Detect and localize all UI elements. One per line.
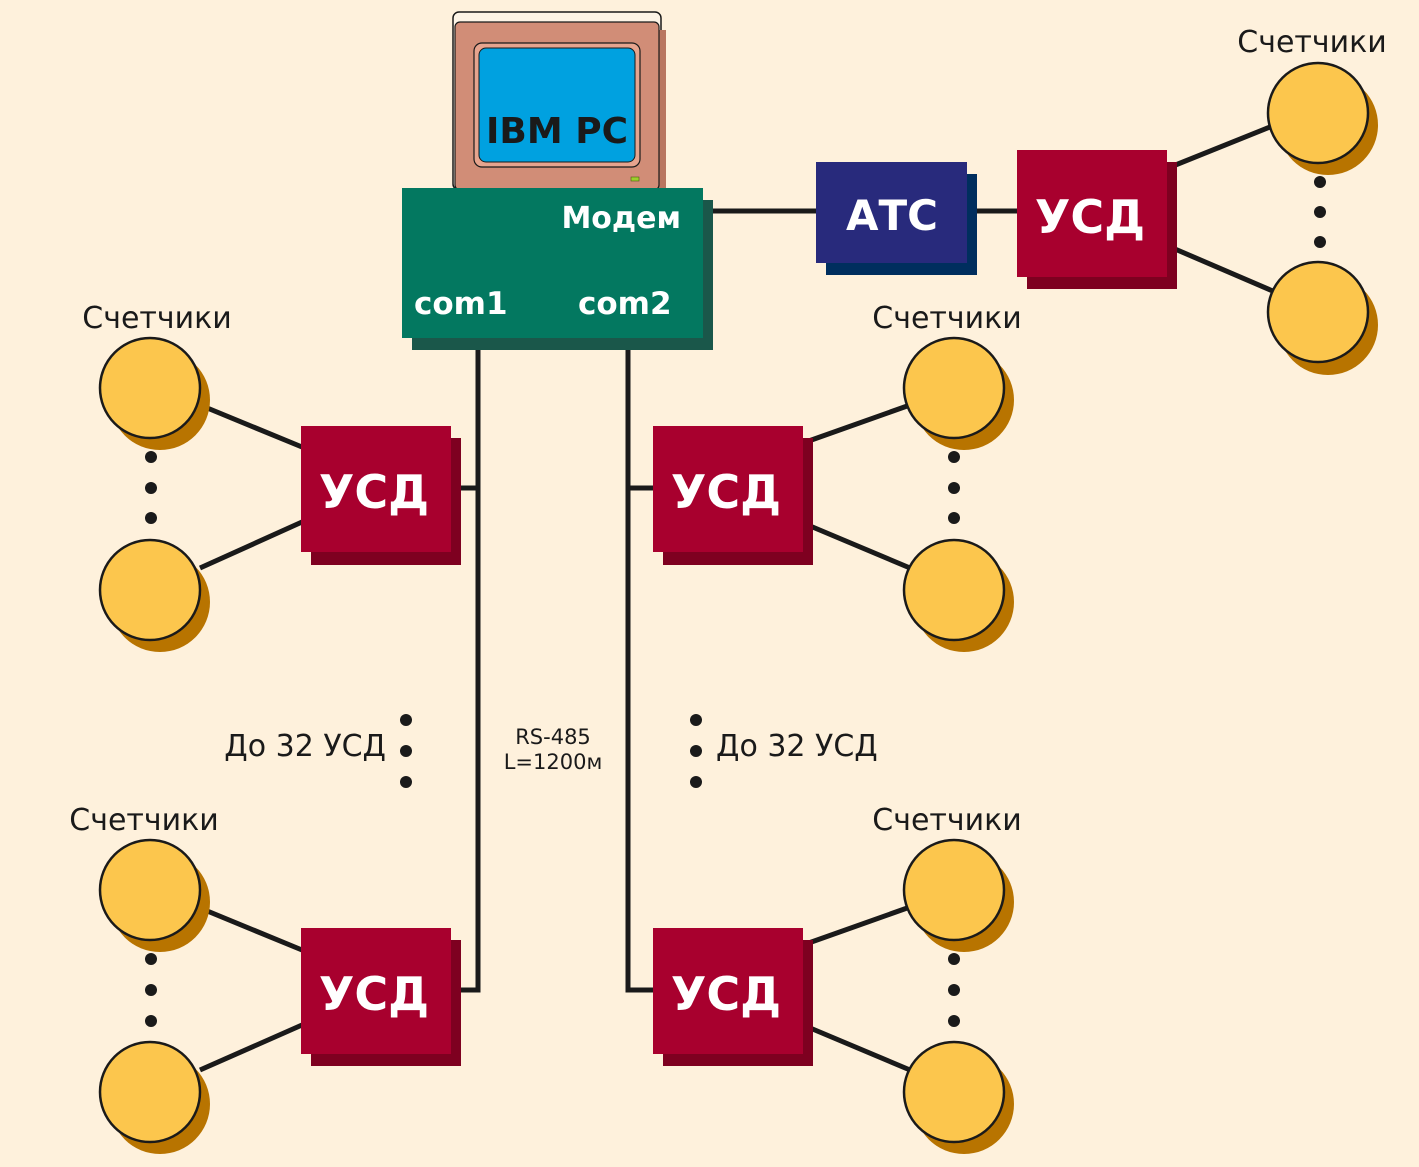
usd-right-bottom-label: УСД [671, 967, 781, 1021]
com1-port-label: com1 [414, 286, 508, 322]
left-ellipsis-dots-icon [400, 714, 412, 788]
remote-usd-to-meter-bottom-line [1167, 243, 1276, 295]
com2-bus-line [625, 340, 655, 993]
meters-left-top-title: Счетчики [82, 301, 231, 336]
meter-icon [902, 1040, 1014, 1154]
meter-icon [98, 838, 210, 952]
ellipsis-dots-icon [948, 451, 960, 524]
com2-port-label: com2 [578, 286, 672, 322]
modem-block: Модем com1 com2 [402, 188, 713, 350]
modem-label: Модем [561, 201, 681, 236]
usd-left-bottom-to-meter-b-line [198, 1022, 304, 1073]
usd-left-bottom: УСД [301, 928, 461, 1066]
meters-left-bottom-title: Счетчики [69, 803, 218, 838]
meter-icon [902, 336, 1014, 450]
ellipsis-dots-icon [1314, 176, 1326, 248]
usd-left-top: УСД [301, 426, 461, 565]
meter-icon [98, 336, 210, 450]
usd-right-bottom: УСД [653, 928, 813, 1066]
usd-remote-label: УСД [1035, 190, 1145, 244]
usd-left-bottom-to-meter-a-line [199, 905, 303, 953]
pc-label: IBM PC [486, 111, 628, 152]
usd-remote: УСД [1017, 150, 1177, 289]
left-capacity-label: До 32 УСД [224, 729, 386, 764]
remote-usd-to-meter-top-line [1167, 122, 1276, 171]
usd-left-top-to-meter-b-line [198, 519, 304, 571]
ellipsis-dots-icon [145, 451, 157, 524]
right-ellipsis-dots-icon [690, 714, 702, 788]
usd-right-top-to-meter-a-line [802, 402, 911, 446]
ibm-pc-monitor: IBM PC [452, 11, 666, 191]
meter-icon [902, 538, 1014, 652]
usd-left-bottom-label: УСД [319, 967, 429, 1021]
ats-label: АТС [846, 191, 938, 240]
bus-length-label: L=1200м [504, 750, 603, 774]
usd-right-top-to-meter-b-line [802, 520, 911, 571]
connection-lines [198, 122, 1276, 1073]
bus-standard-label: RS-485 [515, 725, 591, 749]
usd-right-top-label: УСД [671, 465, 781, 519]
meter-icon [1266, 61, 1378, 175]
meter-icon [98, 1040, 210, 1154]
usd-left-top-label: УСД [319, 465, 429, 519]
meter-icon [1266, 260, 1378, 375]
usd-right-bottom-to-meter-a-line [802, 904, 911, 948]
meters-right-bottom-title: Счетчики [872, 803, 1021, 838]
com1-bus-line [458, 340, 481, 993]
ellipsis-dots-icon [948, 953, 960, 1027]
power-led-icon [630, 176, 640, 182]
usd-right-top: УСД [653, 426, 813, 565]
usd-right-bottom-to-meter-b-line [802, 1022, 911, 1073]
meter-icon [902, 838, 1014, 952]
meter-icon [98, 538, 210, 652]
meters-remote-title: Счетчики [1237, 25, 1386, 60]
usd-left-top-to-meter-a-line [199, 402, 303, 450]
ellipsis-dots-icon [145, 953, 157, 1027]
right-capacity-label: До 32 УСД [716, 729, 878, 764]
ats-block: АТС [816, 162, 977, 275]
meters-right-top-title: Счетчики [872, 301, 1021, 336]
